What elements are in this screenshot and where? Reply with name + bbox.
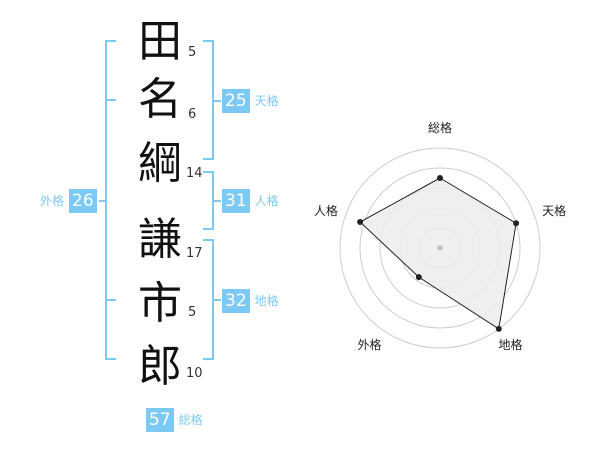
- radar-axis-label: 人格: [314, 203, 338, 218]
- chikaku-label: 地格: [254, 294, 279, 308]
- radar-point-2: [513, 220, 520, 227]
- soukaku-result: 57 総格: [146, 408, 203, 432]
- tenkaku-label: 天格: [254, 94, 279, 108]
- name-char-4: 謙: [138, 214, 182, 265]
- gaikaku-result: 外格 26: [40, 189, 97, 213]
- stroke-count-3: 14: [186, 166, 203, 181]
- jinkaku-bracket: [203, 171, 214, 230]
- soukaku-value: 57: [146, 408, 174, 432]
- stroke-count-1: 5: [188, 45, 197, 60]
- radar-axis-label: 天格: [542, 203, 566, 218]
- chikaku-result: 32 地格: [222, 289, 279, 313]
- name-char-1: 田: [138, 16, 182, 67]
- chikaku-value: 32: [222, 289, 250, 313]
- radar-center-dot: [437, 245, 443, 251]
- stroke-count-4: 17: [186, 246, 203, 261]
- stroke-count-6: 10: [186, 366, 203, 381]
- name-char-2: 名: [138, 74, 182, 125]
- radar-area: [359, 177, 517, 330]
- tenkaku-result: 25 天格: [222, 89, 279, 113]
- gaikaku-value: 26: [69, 189, 97, 213]
- radar-axis-label: 総格: [428, 120, 452, 135]
- gaikaku-label: 外格: [40, 194, 65, 208]
- radar-point-5: [357, 219, 364, 226]
- name-char-3: 綱: [138, 138, 182, 189]
- jinkaku-result: 31 人格: [222, 189, 279, 213]
- tenkaku-bracket: [203, 40, 214, 160]
- name-brackets: [99, 40, 221, 360]
- name-char-5: 市: [138, 278, 182, 329]
- stroke-count-5: 5: [188, 305, 197, 320]
- radar-point-4: [415, 274, 422, 281]
- tenkaku-value: 25: [222, 89, 250, 113]
- radar-axis-label: 地格: [499, 337, 523, 352]
- gaikaku-bracket: [105, 40, 116, 360]
- name-char-6: 郎: [138, 341, 182, 392]
- chikaku-bracket: [203, 239, 214, 360]
- soukaku-label: 総格: [178, 413, 203, 427]
- radar-point-1: [437, 175, 443, 181]
- jinkaku-value: 31: [222, 189, 250, 213]
- radar-point-3: [495, 325, 502, 332]
- jinkaku-label: 人格: [254, 194, 279, 208]
- radar-ring: [339, 147, 541, 349]
- radar-ring: [359, 167, 521, 329]
- radar-axis-label: 外格: [357, 337, 381, 352]
- stroke-count-2: 6: [188, 107, 197, 122]
